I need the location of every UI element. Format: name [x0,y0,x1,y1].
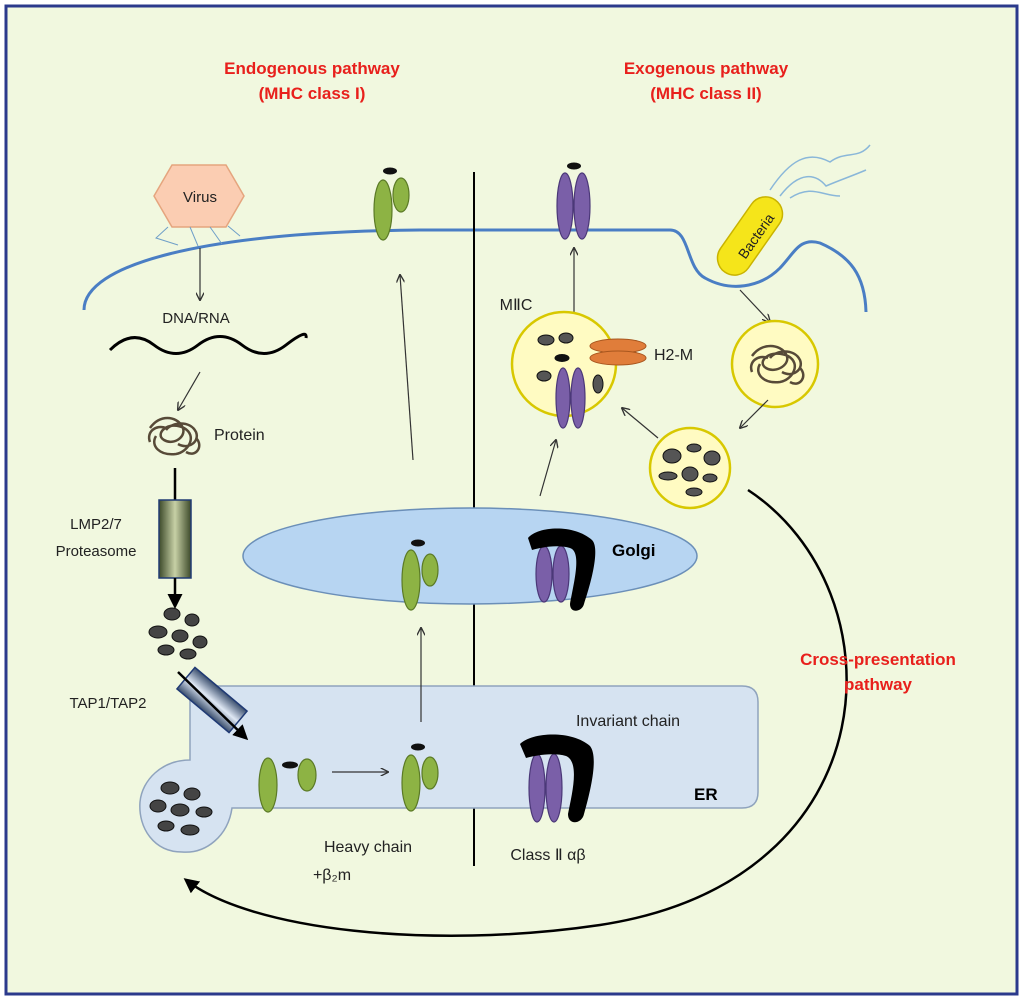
arrow-dna-to-protein [178,371,201,410]
h2m-label: H2-M [654,347,693,364]
beta2m-label: +β₂m [313,867,351,884]
lmp-label: LMP2/7 [70,516,122,533]
cross-presentation-subtitle: pathway [844,675,913,694]
proteasome-label: Proteasome [56,543,137,560]
cross-presentation-title: Cross-presentation [800,650,956,669]
virus-icon [153,164,245,247]
invariant-chain-label: Invariant chain [576,713,680,730]
dna-rna-label: DNA/RNA [162,310,230,327]
arrow-vesicle-to-miic [622,408,659,439]
arrow-cross-presentation [183,488,848,938]
virus-label: Virus [183,189,217,206]
tap-label: TAP1/TAP2 [70,695,147,712]
protein-label: Protein [214,427,265,444]
er-peptides [149,781,213,836]
cell-membrane [82,228,868,313]
peptide-cluster [148,607,208,660]
endogenous-title: Endogenous pathway [224,59,400,78]
mhc-class-i-icon [401,743,439,812]
mhc-class-i-icon [401,539,439,611]
invariant-chain-icon [528,528,596,611]
arrow-phagocytosis [739,289,770,322]
peptide-vesicle [648,426,732,510]
miic-compartment [510,310,647,429]
exogenous-subtitle: (MHC class II) [650,84,761,103]
miic-label: MⅡC [500,297,533,314]
mhc-class-i-icon [373,167,410,241]
protein-tangle-icon [147,416,201,456]
mhc-class-ii-icon [535,545,570,603]
golgi-label: Golgi [612,541,655,560]
mhc-class-ii-icon [555,367,586,429]
er-compartment [139,685,759,853]
arrow-golgi-to-surface [400,275,414,461]
protein-tangle-icon [749,344,805,385]
arrow-golgi-to-miic [539,440,556,497]
arrow-phagosome-to-lysosome [740,399,769,428]
class-ii-label: Class Ⅱ αβ [510,847,585,864]
arrow-tap-into-er [177,671,249,741]
er-label: ER [694,785,718,804]
dna-rna-wave [108,332,308,355]
phagosome [730,319,820,409]
exogenous-title: Exogenous pathway [624,59,789,78]
heavy-chain-label: Heavy chain [324,839,412,856]
endogenous-subtitle: (MHC class I) [259,84,366,103]
mhc-class-ii-icon [556,162,591,240]
proteasome-icon [158,499,192,579]
diagram-panel [4,4,1019,996]
invariant-chain-icon [520,734,594,823]
mhc-class-i-icon [258,757,317,813]
h2m-icon [589,338,647,366]
